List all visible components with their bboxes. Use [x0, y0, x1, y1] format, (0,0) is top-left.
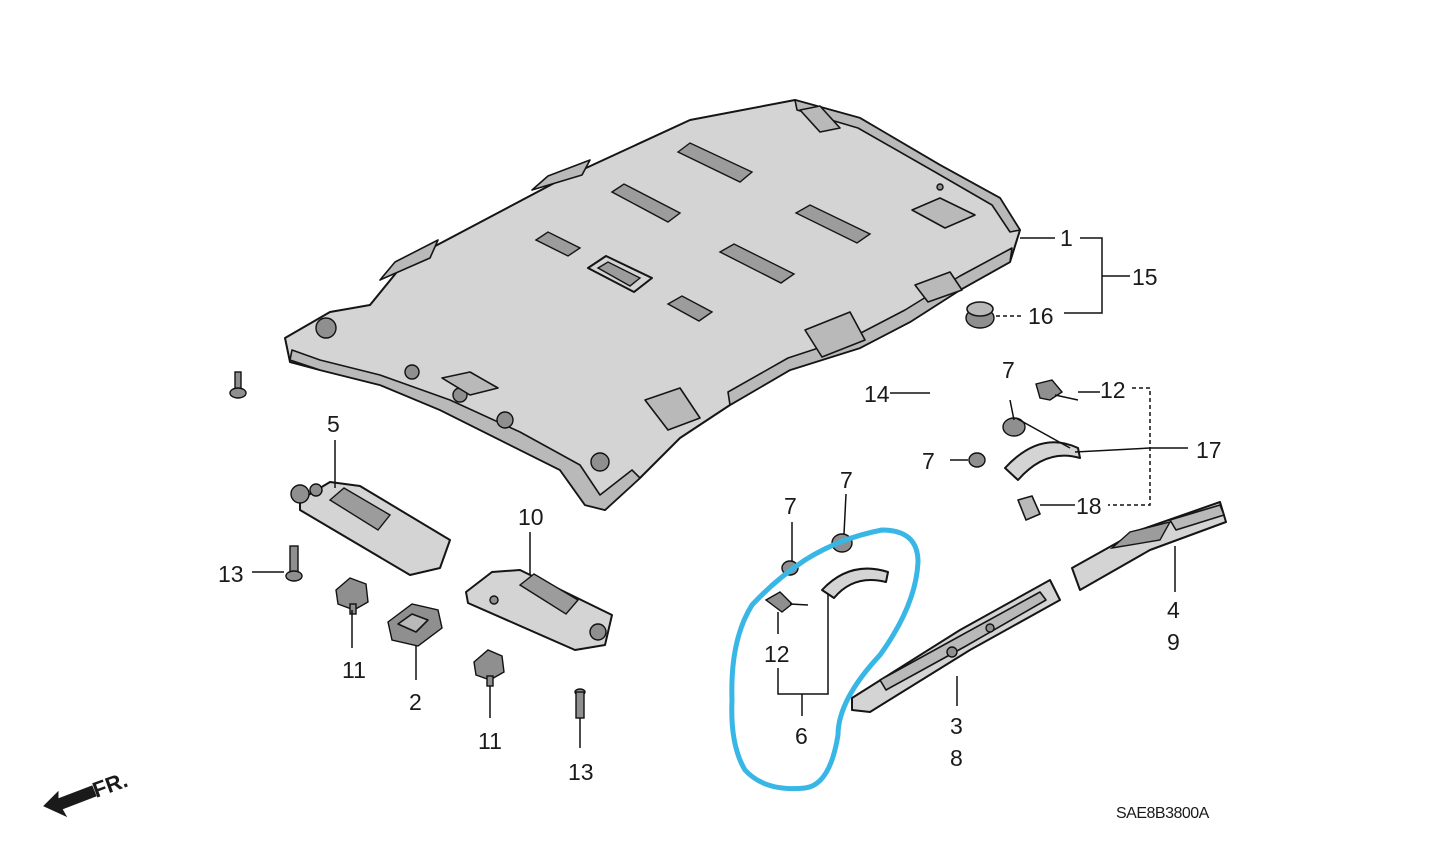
callout-11b: 11: [478, 728, 502, 754]
callout-7c: 7: [784, 493, 797, 519]
callout-16: 16: [1028, 303, 1054, 329]
callout-1: 1: [1060, 225, 1073, 251]
grommet-16: [965, 301, 995, 329]
front-label: FR.: [89, 767, 131, 803]
front-direction-marker: FR.: [43, 767, 131, 818]
callout-13a: 13: [218, 561, 244, 587]
callout-12b: 12: [764, 641, 790, 667]
pillar-trim-3: [851, 579, 1061, 713]
sun-visor-left: [290, 481, 451, 576]
callout-6: 6: [795, 723, 808, 749]
callout-18: 18: [1076, 493, 1102, 519]
callout-3: 3: [950, 713, 963, 739]
callout-9: 9: [1167, 629, 1180, 655]
sun-visor-right: [465, 569, 613, 651]
screw-13-right: [574, 688, 586, 719]
front-arrow-icon: [43, 785, 97, 818]
clip-14: [229, 371, 247, 399]
callout-8: 8: [950, 745, 963, 771]
highlight-circle: [729, 527, 921, 792]
headliner-panel: [284, 99, 1021, 511]
leader-lines: [252, 237, 1188, 748]
callout-15: 15: [1132, 264, 1158, 290]
screw-13-left: [285, 545, 303, 582]
callout-2: 2: [409, 689, 422, 715]
callout-14: 14: [864, 381, 890, 407]
callout-10: 10: [518, 504, 544, 530]
callout-7d: 7: [840, 467, 853, 493]
visor-holder-11-left: [335, 577, 369, 615]
rear-grab-handle-group: [968, 379, 1081, 521]
callout-17: 17: [1196, 437, 1222, 463]
callout-11a: 11: [342, 657, 366, 683]
pillar-trim-4: [1071, 501, 1227, 591]
callout-13b: 13: [568, 759, 594, 785]
visor-bracket-2: [387, 603, 443, 647]
callout-labels: 1 15 16 14 7 12 7 17 18 5 10 7 7 13 11 2…: [218, 225, 1222, 785]
callout-4: 4: [1167, 597, 1180, 623]
callout-5: 5: [327, 411, 340, 437]
drawing-code: SAE8B3800A: [1116, 805, 1210, 822]
callout-7b: 7: [922, 448, 935, 474]
callout-12a: 12: [1100, 377, 1126, 403]
visor-holder-11-right: [473, 649, 505, 687]
callout-7a: 7: [1002, 357, 1015, 383]
